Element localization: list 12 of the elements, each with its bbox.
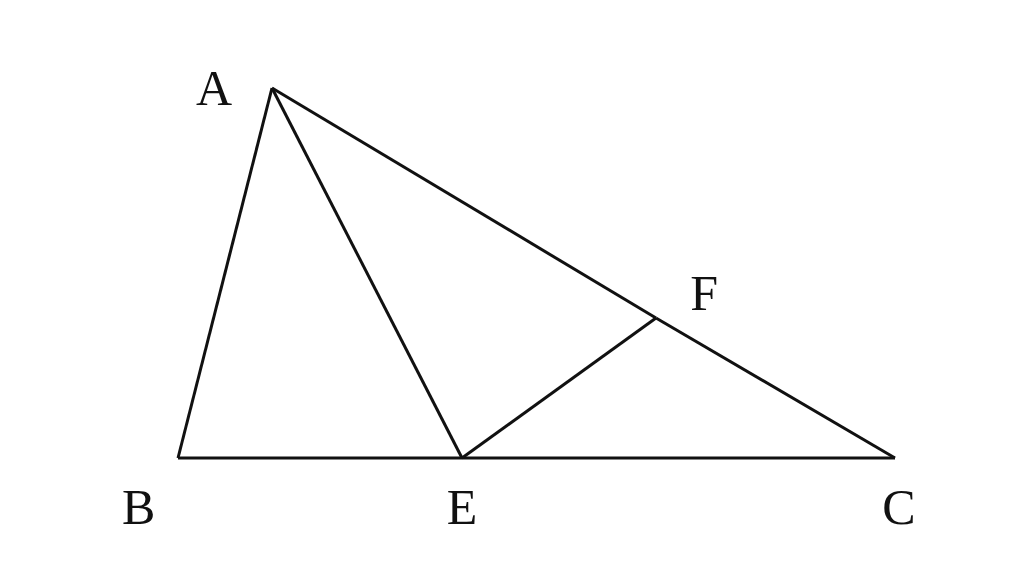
line-segment: [655, 316, 896, 460]
point-label: C: [874, 458, 924, 532]
line-segment: [271, 86, 657, 320]
point-label: B: [122, 458, 178, 532]
line-segment: [461, 316, 657, 460]
point-label: A: [196, 62, 272, 114]
line-segment: [176, 87, 274, 459]
line-segment: [178, 456, 462, 460]
point-label: E: [440, 458, 484, 532]
point-label: F: [656, 268, 718, 318]
line-segment: [462, 456, 895, 460]
line-segment: [270, 87, 464, 459]
